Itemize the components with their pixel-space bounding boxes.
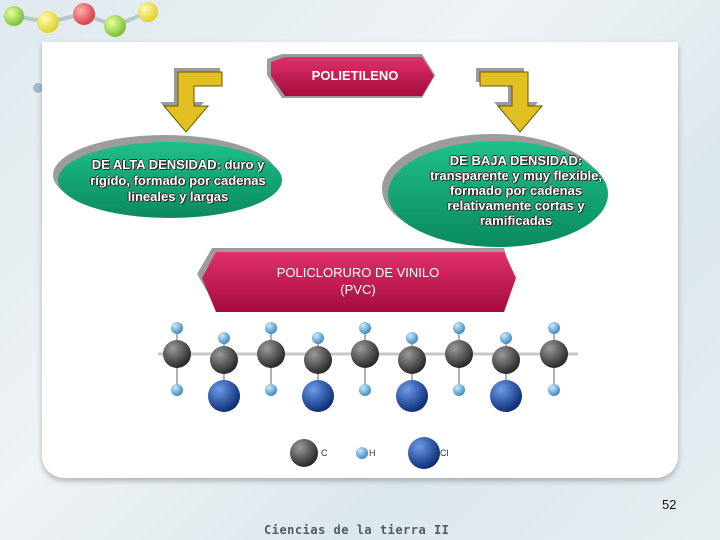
pvc-hexagon xyxy=(197,248,516,312)
polietileno-hexagon xyxy=(267,54,435,98)
chlorine-atoms xyxy=(208,380,522,412)
baja-line-5: ramificadas xyxy=(479,213,553,228)
hydrogen-atoms-bottom xyxy=(171,384,560,396)
pvc-text: POLICLORURO DE VINILO (PVC) xyxy=(238,264,478,298)
legend-chlorine-icon xyxy=(408,437,440,469)
polietileno-title: POLIETILENO xyxy=(311,68,399,83)
diagram-canvas xyxy=(53,54,608,469)
legend-hydrogen-label: H xyxy=(369,448,376,458)
legend-carbon-icon xyxy=(290,439,318,467)
alta-line-3: lineales y largas xyxy=(127,189,229,204)
right-arrow-icon xyxy=(476,68,544,133)
pvc-molecule-model xyxy=(158,322,578,412)
left-arrow-icon xyxy=(160,68,223,133)
pvc-line-1: POLICLORURO DE VINILO xyxy=(276,265,440,280)
alta-line-2: rígido, formado por cadenas xyxy=(90,173,266,188)
page-number: 52 xyxy=(662,497,677,512)
pvc-line-2: (PVC) xyxy=(340,282,376,297)
legend-chlorine-label: Cl xyxy=(440,448,449,458)
baja-densidad-text: DE BAJA DENSIDAD: transparente y muy fle… xyxy=(402,153,630,228)
baja-densidad-oval xyxy=(382,134,608,247)
legend-hydrogen-icon xyxy=(356,447,368,459)
baja-line-3: formado por cadenas xyxy=(449,183,583,198)
baja-line-1: DE BAJA DENSIDAD: xyxy=(449,153,583,168)
baja-line-4: relativamente cortas y xyxy=(447,198,585,213)
atom-legend xyxy=(290,437,440,469)
legend-carbon-label: C xyxy=(321,448,328,458)
footer-text: Ciencias de la tierra II xyxy=(264,523,450,537)
alta-line-1: DE ALTA DENSIDAD: duro y xyxy=(91,157,265,172)
carbon-atoms xyxy=(163,340,568,374)
molecule-decoration-icon xyxy=(4,2,158,37)
alta-densidad-oval xyxy=(53,135,282,218)
alta-densidad-text: DE ALTA DENSIDAD: duro y rígido, formado… xyxy=(70,157,286,205)
baja-line-2: transparente y muy flexible, xyxy=(430,168,602,183)
hydrogen-atoms-top xyxy=(171,322,560,344)
